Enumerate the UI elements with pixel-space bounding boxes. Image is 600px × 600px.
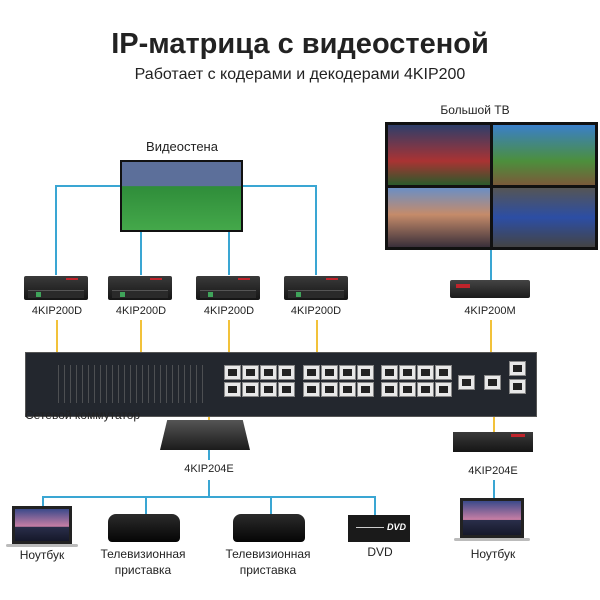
- ethernet-port: [435, 382, 452, 397]
- sfp-port: [458, 375, 475, 390]
- multiviewer-device: [450, 280, 530, 298]
- sfp-port: [484, 375, 501, 390]
- laptop-label: Ноутбук: [19, 548, 65, 562]
- sfp-port: [509, 361, 526, 376]
- subtitle: Работает с кодерами и декодерами 4KIP200: [134, 66, 466, 83]
- ethernet-port: [242, 382, 259, 397]
- encoder-left-label: 4KIP204E: [184, 463, 234, 475]
- ethernet-port: [381, 382, 398, 397]
- page-title: IP-матрица с видеостеной: [111, 28, 489, 60]
- sfp-port: [509, 379, 526, 394]
- dvd-player-icon: DVD: [348, 515, 410, 542]
- ethernet-port: [303, 365, 320, 380]
- ethernet-port: [260, 365, 277, 380]
- set-top-box-icon: [233, 514, 305, 542]
- ethernet-port: [381, 365, 398, 380]
- ethernet-port: [278, 382, 295, 397]
- videowall-screen: [120, 160, 243, 232]
- decoder-label: 4KIP200D: [31, 305, 83, 317]
- ethernet-port: [417, 382, 434, 397]
- encoder-device: [453, 432, 533, 452]
- ethernet-port: [339, 365, 356, 380]
- multiviewer-label: 4KIP200M: [464, 305, 516, 317]
- decoder-label: 4KIP200D: [203, 305, 255, 317]
- ethernet-port: [224, 382, 241, 397]
- decoder-device: [284, 276, 348, 300]
- encoder-device: [160, 420, 250, 450]
- ethernet-port: [357, 365, 374, 380]
- ethernet-port: [339, 382, 356, 397]
- bigtv-label: Большой ТВ: [440, 103, 510, 117]
- ethernet-port: [260, 382, 277, 397]
- set-top-box-icon: [108, 514, 180, 542]
- ethernet-port: [224, 365, 241, 380]
- ethernet-port: [417, 365, 434, 380]
- big-tv-screen: [385, 122, 598, 250]
- videowall-label: Видеостена: [146, 139, 218, 154]
- laptop-icon: [460, 498, 524, 538]
- dvd-label: DVD: [367, 545, 393, 559]
- ethernet-port: [278, 365, 295, 380]
- decoder-device: [24, 276, 88, 300]
- ethernet-port: [321, 382, 338, 397]
- ethernet-port: [399, 382, 416, 397]
- ethernet-port: [321, 365, 338, 380]
- switch-label: Сетевой коммутатор: [25, 408, 141, 422]
- ethernet-port: [303, 382, 320, 397]
- laptop-right-label: Ноутбук: [470, 547, 516, 561]
- ethernet-port: [399, 365, 416, 380]
- decoder-device: [196, 276, 260, 300]
- ethernet-port: [357, 382, 374, 397]
- ethernet-port: [242, 365, 259, 380]
- ethernet-port: [435, 365, 452, 380]
- decoder-device: [108, 276, 172, 300]
- decoder-label: 4KIP200D: [290, 305, 342, 317]
- laptop-icon: [12, 506, 72, 544]
- encoder-right-label: 4KIP204E: [468, 465, 518, 477]
- network-switch: [25, 352, 537, 417]
- decoder-label: 4KIP200D: [115, 305, 167, 317]
